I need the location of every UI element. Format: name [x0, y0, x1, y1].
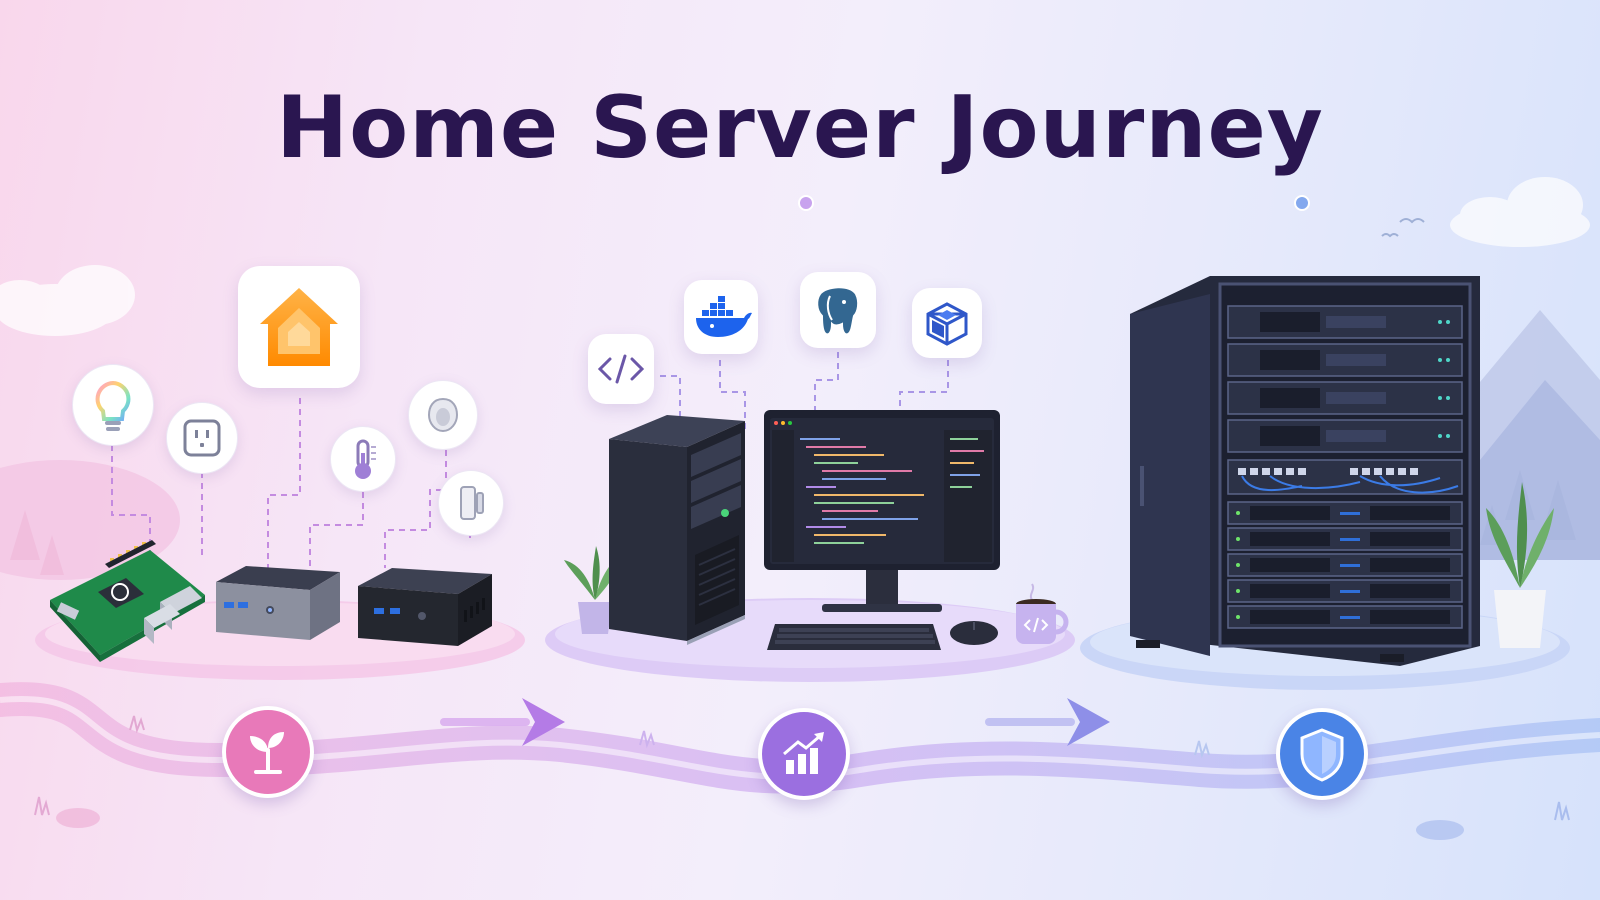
- mouse: [950, 621, 998, 645]
- thermometer-icon: [330, 426, 396, 492]
- raspberry-pi: [50, 540, 205, 662]
- trees-left: [10, 510, 64, 575]
- bush: [56, 808, 100, 828]
- grass: [639, 730, 655, 749]
- docker-icon: [684, 280, 758, 354]
- journey-path-highlight: [0, 696, 1600, 780]
- divider-dot: [798, 195, 814, 211]
- grass: [1194, 740, 1210, 759]
- lightbulb-icon: [72, 364, 154, 446]
- rack-cabinet: [1130, 276, 1480, 666]
- divider-dot: [1294, 195, 1310, 211]
- grass: [1554, 801, 1570, 821]
- sprout-icon: [222, 706, 314, 798]
- package-icon: [912, 288, 982, 358]
- growth-chart-icon: [758, 708, 850, 800]
- bush: [1416, 820, 1464, 840]
- plant-pot: [1486, 482, 1554, 648]
- rack-server-units: [1227, 305, 1463, 629]
- bird: [1399, 218, 1425, 224]
- shield-icon: [1276, 708, 1368, 800]
- arrow-right-icon: [440, 698, 565, 746]
- keyboard: [767, 624, 941, 650]
- grass: [34, 796, 50, 816]
- door-sensor-icon: [438, 470, 504, 536]
- motion-sensor-icon: [408, 380, 478, 450]
- postgresql-icon: [800, 272, 876, 348]
- code-lines: [800, 438, 984, 544]
- arrow-right-icon: [985, 698, 1110, 746]
- page-title: Home Server Journey: [276, 78, 1324, 178]
- code-icon: [588, 334, 654, 404]
- coffee-mug: [1016, 583, 1069, 644]
- connector-lines-stage2: [660, 352, 949, 430]
- mini-pc-black: [358, 568, 492, 646]
- power-outlet-icon: [166, 402, 238, 474]
- cloud-left: [0, 265, 135, 336]
- mini-pc-silver: [216, 566, 340, 640]
- monitor: [764, 410, 1000, 612]
- cloud-right: [1450, 177, 1590, 247]
- tower-pc: [609, 415, 745, 645]
- grass: [129, 715, 145, 734]
- bird: [1381, 233, 1399, 238]
- home-app-icon: [238, 266, 360, 388]
